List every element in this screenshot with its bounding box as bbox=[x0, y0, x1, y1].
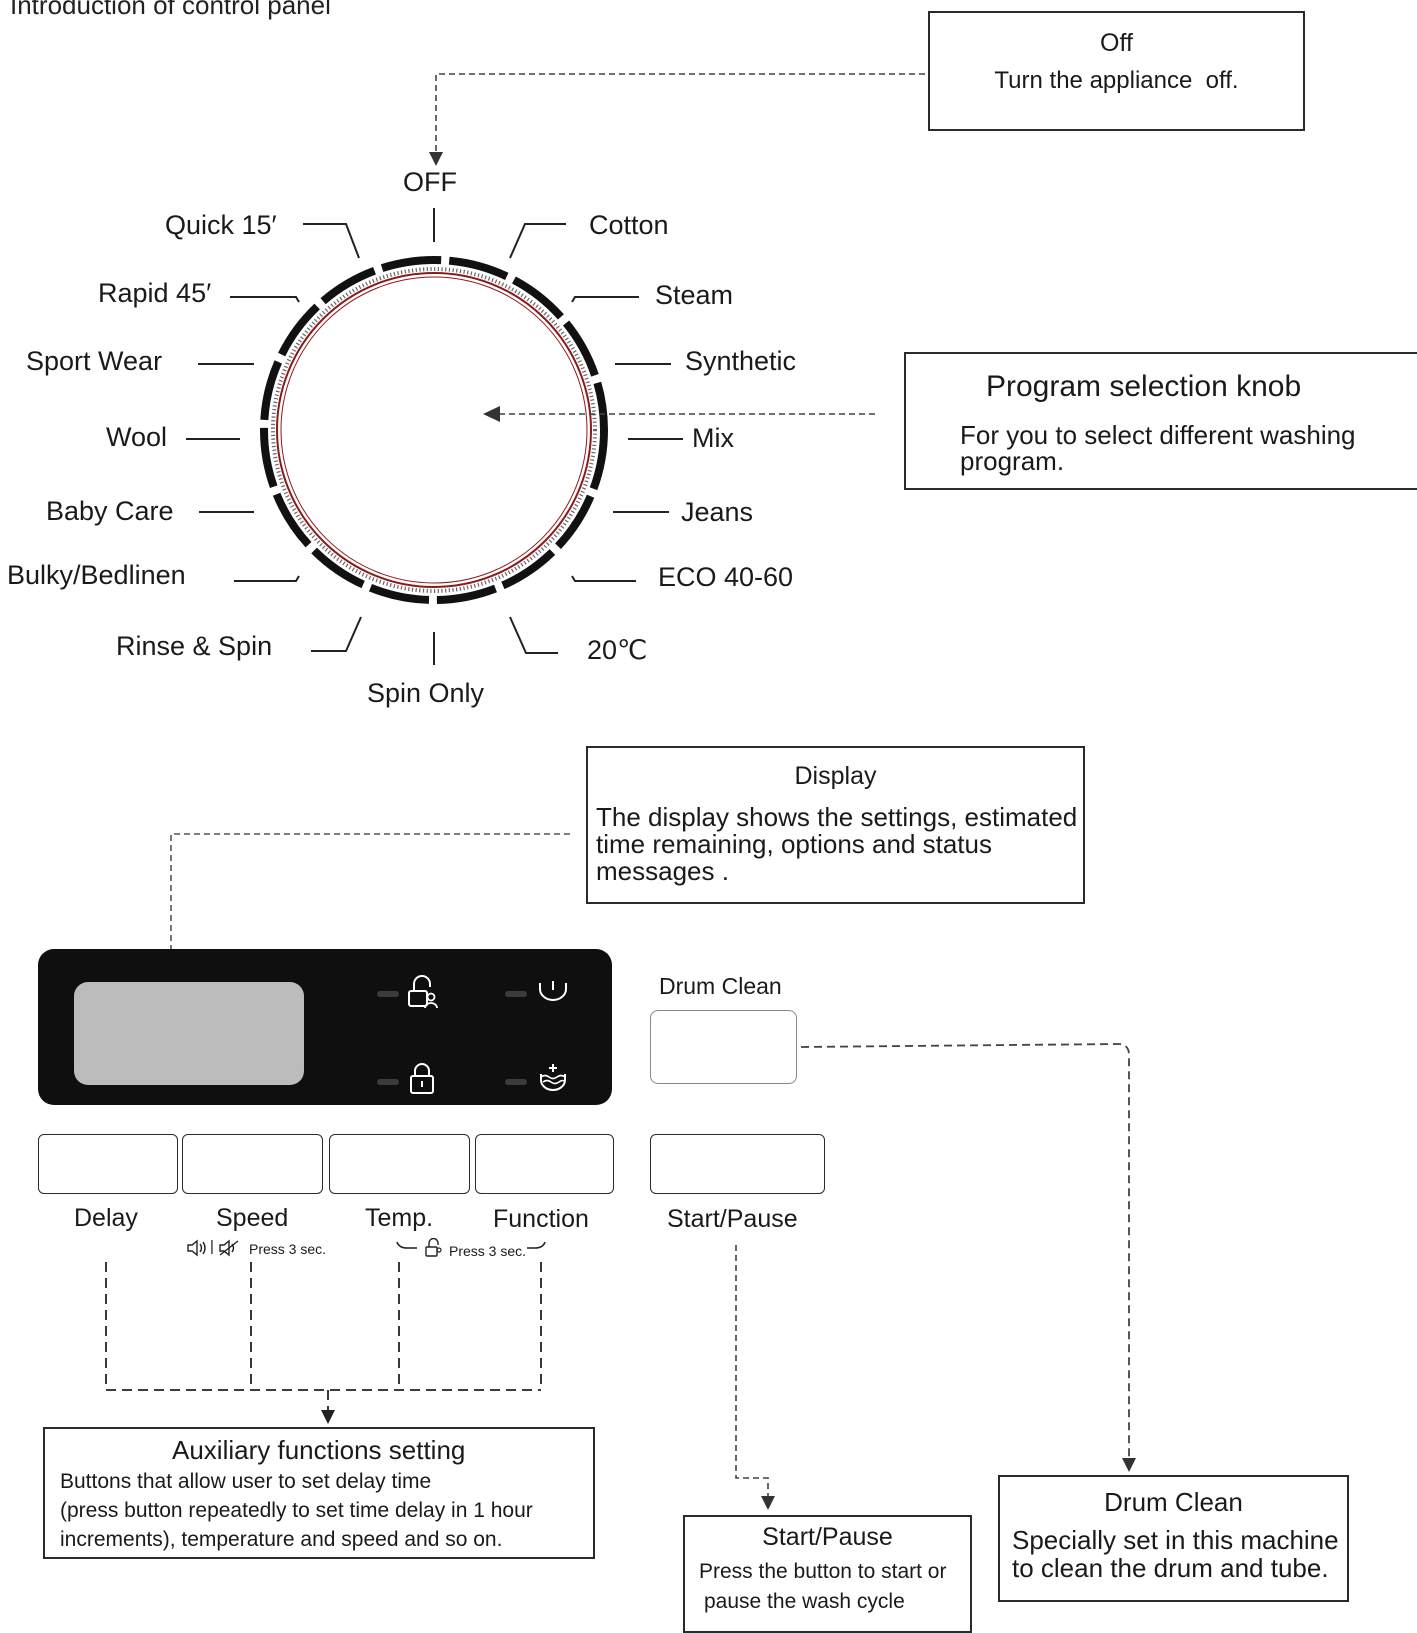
program-knob bbox=[260, 256, 608, 604]
drum-clean-callout-line1: Specially set in this machine bbox=[1012, 1525, 1339, 1555]
start-pause-callout-line1: Press the button to start or bbox=[699, 1560, 947, 1583]
off-callout-desc: Turn the appliance off. bbox=[994, 67, 1239, 94]
display-callout: Display The display shows the settings, … bbox=[586, 746, 1085, 904]
knob-label-bulky: Bulky/Bedlinen bbox=[7, 560, 186, 590]
knob-label-babycare: Baby Care bbox=[46, 496, 174, 526]
knob-callout-desc2: program. bbox=[960, 446, 1065, 476]
page-title: Introduction of control panel bbox=[10, 0, 331, 20]
start-pause-callout-line2: pause the wash cycle bbox=[704, 1590, 905, 1613]
knob-label-steam: Steam bbox=[655, 280, 734, 310]
display-callout-line2: time remaining, options and status bbox=[596, 829, 992, 859]
knob-label-eco4060: ECO 40-60 bbox=[658, 562, 794, 592]
drum-clean-callout-title: Drum Clean bbox=[1104, 1487, 1243, 1517]
knob-label-off: OFF bbox=[403, 167, 457, 197]
aux-arrowhead bbox=[321, 1410, 335, 1424]
knob-label-quick15: Quick 15′ bbox=[165, 210, 277, 240]
indicator-led-2 bbox=[505, 991, 527, 997]
start-pause-button[interactable] bbox=[650, 1134, 825, 1194]
speed-label: Speed bbox=[216, 1204, 289, 1232]
indicator-led-4 bbox=[505, 1079, 527, 1085]
drum-clean-callout-line2: to clean the drum and tube. bbox=[1012, 1553, 1329, 1583]
display-callout-title: Display bbox=[794, 762, 877, 790]
knob-label-rinsespin: Rinse & Spin bbox=[116, 631, 273, 661]
display-connector bbox=[170, 833, 570, 958]
extra-rinse-icon bbox=[540, 1064, 566, 1091]
function-label: Function bbox=[493, 1205, 589, 1233]
start-pause-callout: Start/Pause Press the button to start or… bbox=[683, 1515, 972, 1633]
start-pause-callout-title: Start/Pause bbox=[762, 1523, 893, 1551]
knob-label-cotton: Cotton bbox=[589, 210, 669, 240]
knob-arrowhead bbox=[483, 406, 500, 422]
delay-label: Delay bbox=[74, 1204, 138, 1232]
off-connector bbox=[435, 73, 925, 160]
knob-callout-desc1: For you to select different washing bbox=[960, 420, 1356, 450]
display-callout-line3: messages . bbox=[596, 856, 729, 886]
drum-clean-callout: Drum Clean Specially set in this machine… bbox=[998, 1475, 1349, 1602]
knob-label-spinonly: Spin Only bbox=[367, 678, 485, 708]
knob-label-rapid45: Rapid 45′ bbox=[98, 278, 212, 308]
knob-label-jeans: Jeans bbox=[681, 497, 754, 527]
speed-button[interactable] bbox=[182, 1134, 323, 1194]
drum-arrowhead bbox=[1122, 1458, 1136, 1472]
sound-on-icon bbox=[187, 1239, 206, 1257]
knob-leaders bbox=[186, 208, 683, 665]
start-arrowhead bbox=[761, 1496, 775, 1510]
speed-hint: Press 3 sec. bbox=[249, 1241, 327, 1257]
off-callout-title: Off bbox=[1100, 29, 1133, 57]
control-panel bbox=[38, 949, 612, 1105]
temp-button[interactable] bbox=[329, 1134, 470, 1194]
child-lock-hint-icon bbox=[425, 1238, 442, 1257]
indicator-led-3 bbox=[377, 1079, 399, 1085]
start-connector bbox=[735, 1245, 769, 1500]
lcd-display bbox=[74, 982, 304, 1085]
indicator-led-1 bbox=[377, 991, 399, 997]
aux-callout-line2: (press button repeatedly to set time del… bbox=[60, 1499, 533, 1522]
aux-callout: Auxiliary functions setting Buttons that… bbox=[43, 1427, 595, 1559]
hint-divider: | bbox=[210, 1238, 214, 1255]
display-callout-line1: The display shows the settings, estimate… bbox=[596, 802, 1078, 832]
child-lock-hint-bracket bbox=[396, 1241, 546, 1249]
function-button[interactable] bbox=[475, 1134, 614, 1194]
child-lock-icon bbox=[408, 975, 438, 1009]
start-pause-label: Start/Pause bbox=[667, 1205, 798, 1233]
aux-connector bbox=[105, 1262, 542, 1410]
door-lock-icon bbox=[410, 1063, 434, 1094]
aux-callout-title: Auxiliary functions setting bbox=[172, 1435, 466, 1465]
drum-connector bbox=[800, 1043, 1130, 1460]
knob-label-synthetic: Synthetic bbox=[685, 346, 797, 376]
knob-callout: Program selection knob For you to select… bbox=[904, 352, 1417, 490]
sound-off-icon bbox=[219, 1239, 239, 1257]
knob-label-20c: 20℃ bbox=[587, 635, 648, 665]
off-arrowhead bbox=[429, 152, 443, 166]
prewash-icon bbox=[539, 981, 567, 1001]
temp-label: Temp. bbox=[365, 1204, 434, 1232]
drum-clean-label: Drum Clean bbox=[659, 973, 782, 999]
knob-label-wool: Wool bbox=[106, 422, 168, 452]
knob-label-sportwear: Sport Wear bbox=[26, 346, 163, 376]
drum-clean-button[interactable] bbox=[650, 1010, 797, 1084]
aux-callout-line1: Buttons that allow user to set delay tim… bbox=[60, 1470, 432, 1493]
delay-button[interactable] bbox=[38, 1134, 178, 1194]
temp-function-hint: Press 3 sec. bbox=[449, 1243, 527, 1259]
knob-label-mix: Mix bbox=[692, 423, 734, 453]
knob-callout-title: Program selection knob bbox=[986, 370, 1302, 403]
off-callout: Off Turn the appliance off. bbox=[928, 11, 1305, 131]
aux-callout-line3: increments), temperature and speed and s… bbox=[60, 1528, 503, 1551]
